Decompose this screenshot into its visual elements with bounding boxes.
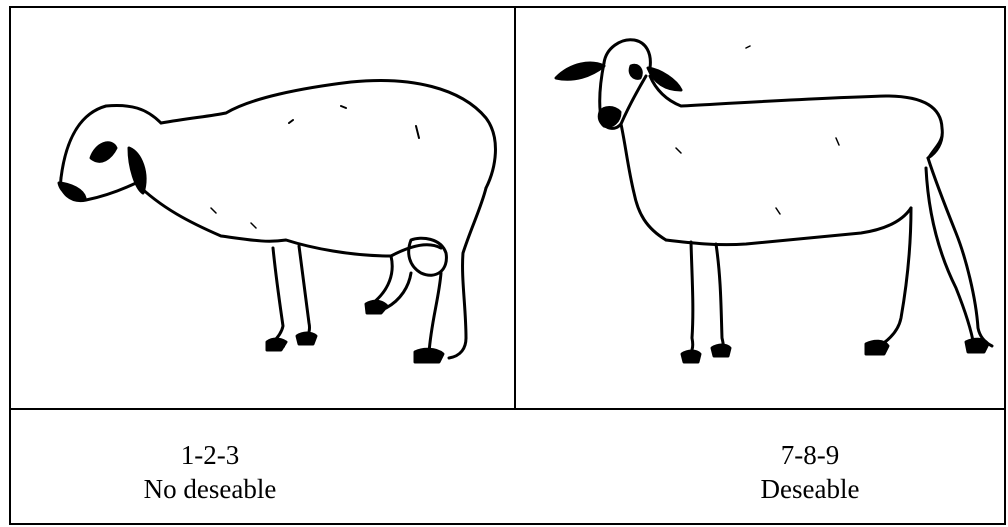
rating-label: Deseable <box>760 474 860 504</box>
rating-label: No deseable <box>143 474 277 504</box>
row-divider <box>9 408 1006 410</box>
rating-code: 1-2-3 <box>180 440 240 470</box>
caption-desirable: 7-8-9 Deseable <box>660 438 960 506</box>
column-divider <box>514 6 516 410</box>
desirable-sheep-illustration <box>516 8 1004 408</box>
undesirable-sheep-illustration <box>11 8 514 408</box>
caption-undesirable: 1-2-3 No deseable <box>60 438 360 506</box>
rating-code: 7-8-9 <box>780 440 840 470</box>
table-frame <box>9 6 1006 525</box>
